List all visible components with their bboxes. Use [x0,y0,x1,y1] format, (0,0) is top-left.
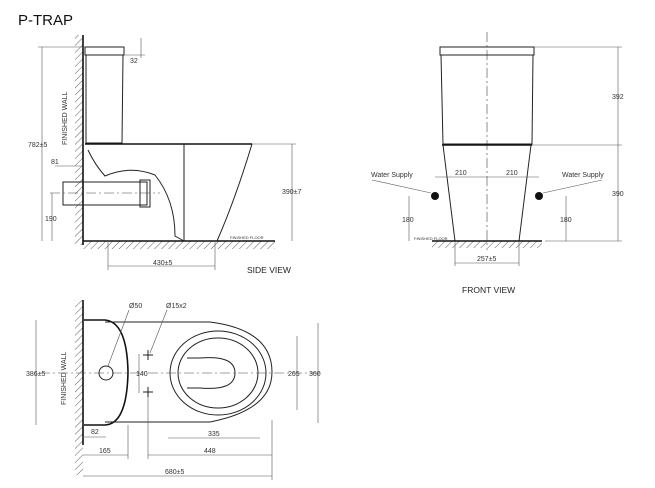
floor-hatch [432,241,542,248]
dim-82: 82 [91,429,99,436]
dim-32: 32 [130,58,138,65]
tank-top-outline [84,319,129,426]
dim-257: 257±5 [477,256,497,263]
bowl-front [216,143,253,242]
dim-165: 165 [99,448,111,455]
dim-335: 335 [208,431,220,438]
water-supply-right-icon [535,192,543,200]
dim-81: 81 [51,159,59,166]
dim-782: 782±5 [28,142,48,149]
wall-hatch [75,35,83,245]
dim-140: 140 [136,371,148,378]
finished-floor-label: FINISHED FLOOR [414,236,448,241]
side-view: FINISHED FLOOR FINISHED WALL 782±5 32 81… [28,35,302,275]
dim-o15x2: Ø15x2 [166,303,187,310]
water-supply-left-icon [431,192,439,200]
dim-386: 386±5 [26,371,46,378]
cistern [440,54,534,145]
dim-680: 680±5 [165,469,185,476]
drawing-title: P-TRAP [18,12,73,29]
dim-o50: Ø50 [129,303,142,310]
outlet-pipe [62,181,148,206]
dim-265: 265 [288,371,300,378]
front-view-label: FRONT VIEW [462,285,515,295]
front-view: FINISHED FLOOR Water Supply Water Supply… [371,32,624,295]
cistern [85,54,124,144]
pipe-seal [139,179,151,208]
dim-448: 448 [204,448,216,455]
water-supply-left-label: Water Supply [371,172,413,179]
dim-392: 392 [612,94,624,101]
floor-hatch [83,241,275,249]
top-view: FINISHED WALL 140 Ø50 Ø15x2 386±5 360 26… [26,300,321,480]
dim-390: 390 [612,191,624,198]
water-supply-right-label: Water Supply [562,172,604,179]
finished-floor-label: FINISHED FLOOR [230,235,264,240]
mounting-holes [143,350,153,397]
dim-210-left: 210 [455,170,467,177]
tank-lid [84,46,125,56]
wall-hatch [75,300,83,475]
finished-wall-label: FINISHED WALL [62,91,69,145]
trapway [87,149,185,242]
side-view-label: SIDE VIEW [247,265,291,275]
finished-wall-label: FINISHED WALL [61,351,68,405]
dim-180-left: 180 [402,217,414,224]
dim-210-right: 210 [506,170,518,177]
dim-390: 390±7 [282,189,302,196]
dim-190: 190 [45,216,57,223]
tank-lid [439,46,535,56]
bowl-outer [105,321,273,423]
dim-360: 360 [309,371,321,378]
dim-430: 430±5 [153,260,173,267]
dim-180-right: 180 [560,217,572,224]
